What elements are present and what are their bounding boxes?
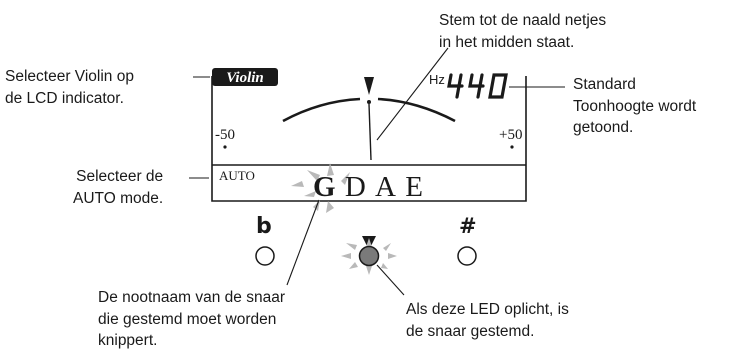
note-d: D (344, 171, 367, 203)
callout-note-line2: die gestemd moet worden (98, 310, 277, 328)
note-flash-rays (291, 163, 350, 213)
scale-min-label: -50 (215, 127, 235, 143)
callout-pitch-line2: Toonhoogte wordt (573, 97, 697, 115)
flat-symbol: b (256, 214, 272, 239)
callout-note-line1: De nootnaam van de snaar (98, 289, 285, 306)
violin-label: Violin (226, 70, 264, 86)
callout-led: Als deze LED oplicht, is de snaar gestem… (406, 299, 569, 342)
callout-pitch-line3: getoond. (573, 119, 634, 136)
scale-min-dot (223, 145, 227, 149)
callout-note: De nootnaam van de snaar die gestemd moe… (98, 287, 285, 352)
sharp-led (457, 246, 477, 266)
leader-lines (189, 47, 565, 296)
note-g: G (313, 171, 337, 203)
callout-needle-line2: in het midden staat. (439, 33, 575, 51)
callout-led-line2: de snaar gestemd. (406, 322, 535, 340)
led-flash-rays (341, 238, 397, 275)
scale-max-label: +50 (499, 127, 523, 143)
meter-arc-right (377, 97, 456, 123)
callout-violin-line2: de LCD indicator. (5, 89, 124, 107)
callout-violin: Selecteer Violin op de LCD indicator. (5, 66, 134, 109)
callout-auto-line1: Selecteer de (76, 168, 164, 185)
violin-badge (212, 68, 278, 86)
callout-auto-line2: AUTO mode. (73, 189, 164, 207)
callout-led-line1: Als deze LED oplicht, is (406, 301, 569, 318)
callout-pitch: Standard Toonhoogte wordt getoond. (573, 74, 696, 139)
needle (368, 103, 372, 161)
lcd-frame (211, 76, 527, 202)
auto-mode-label: AUTO (219, 168, 255, 183)
callout-note-line3: knippert. (98, 332, 158, 349)
note-e: E (405, 171, 424, 203)
note-a: A (375, 171, 397, 203)
callout-needle: Stem tot de naald netjes in het midden s… (439, 10, 606, 53)
tuned-led (358, 245, 380, 267)
scale-max-dot (510, 145, 514, 149)
callout-needle-line1: Stem tot de naald netjes (439, 12, 607, 29)
meter-arc-left (282, 97, 361, 123)
callout-auto: Selecteer de AUTO mode. (73, 166, 163, 209)
note-names: G D A E (313, 171, 424, 204)
sharp-symbol: # (459, 214, 477, 238)
callout-pitch-line1: Standard (573, 76, 636, 93)
callout-violin-line1: Selecteer Violin op (5, 68, 134, 85)
hz-label: Hz (429, 72, 445, 87)
needle-pivot (367, 100, 371, 104)
needle-pointer (364, 77, 374, 95)
flat-led (255, 246, 275, 266)
pitch-display (447, 73, 508, 99)
